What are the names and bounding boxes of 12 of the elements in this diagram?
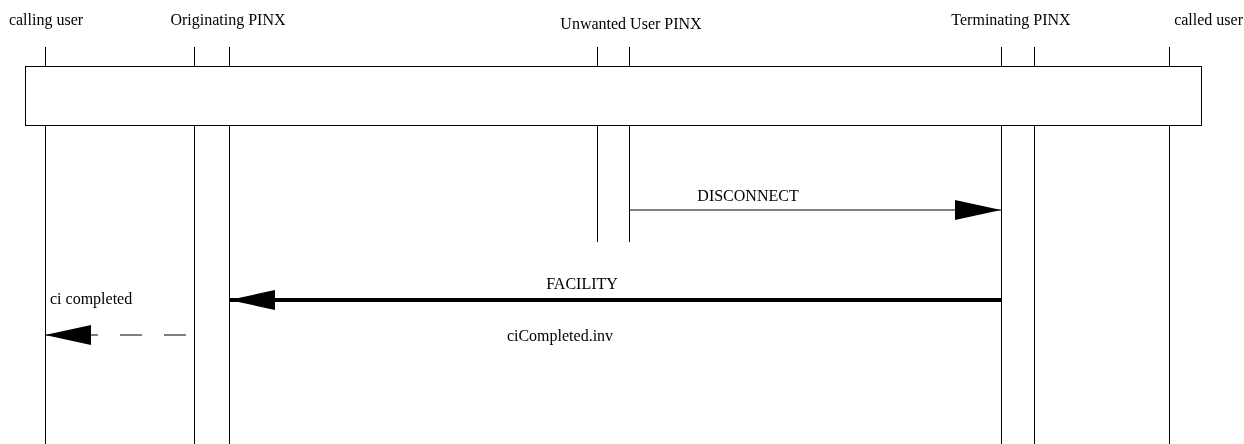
process-box bbox=[25, 66, 1202, 126]
lifeline-label: calling user bbox=[8, 10, 84, 30]
lifeline-label: Unwanted User PINX bbox=[560, 14, 702, 34]
message-arrow bbox=[229, 290, 1001, 310]
lifeline-label: called user bbox=[1174, 10, 1243, 30]
lifeline-label: Terminating PINX bbox=[951, 10, 1071, 30]
lifeline-label: Originating PINX bbox=[170, 10, 286, 30]
edge-label: ci completed bbox=[50, 289, 133, 309]
message-parameter: ciCompleted.inv bbox=[506, 326, 614, 346]
edge-label: DISCONNECT bbox=[697, 186, 799, 206]
message-arrow bbox=[628, 200, 1002, 220]
edge-label: FACILITY bbox=[546, 274, 618, 294]
